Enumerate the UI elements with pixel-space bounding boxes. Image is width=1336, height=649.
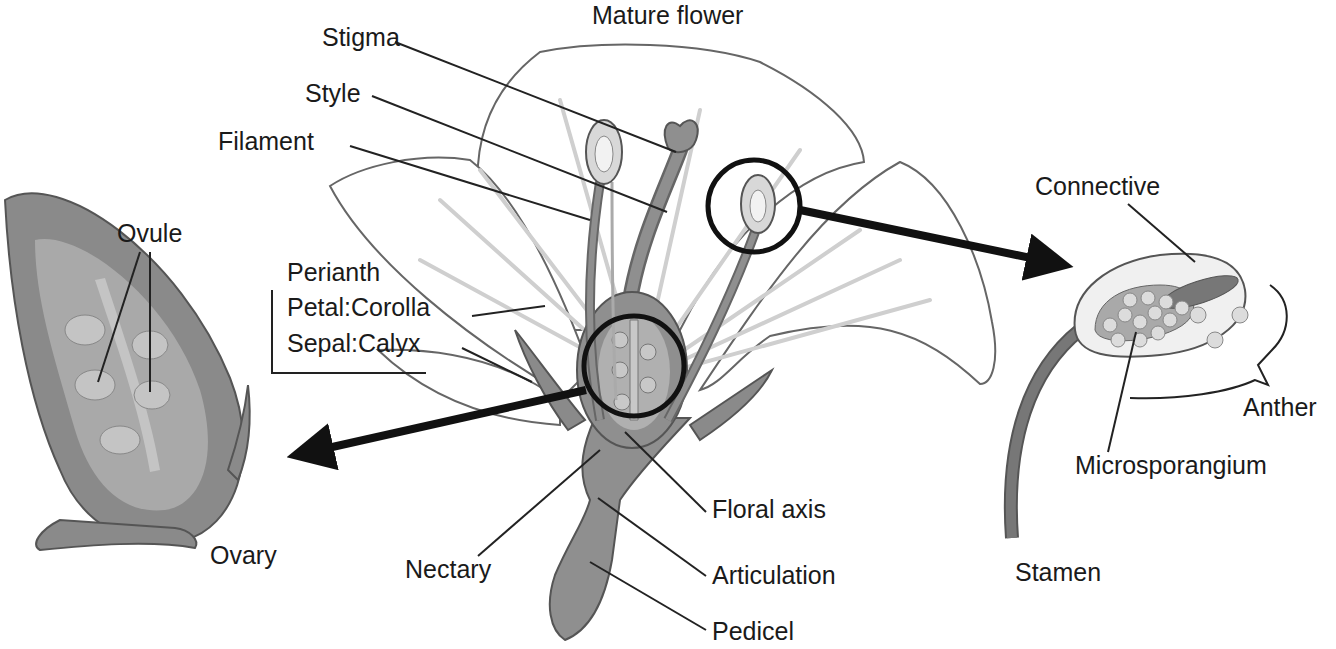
part-label: Stamen	[1015, 557, 1101, 587]
part-label: Floral axis	[712, 494, 826, 524]
part-label: Anther	[1243, 392, 1317, 422]
part-label: Stigma	[322, 22, 400, 52]
style-core	[630, 150, 680, 300]
style	[630, 150, 680, 300]
part-label: Microsporangium	[1075, 450, 1267, 480]
diagram-title: Mature flower	[592, 0, 743, 30]
part-label: Perianth	[287, 257, 380, 287]
stigma	[665, 120, 698, 152]
part-label: Style	[305, 78, 361, 108]
zoom-arrow	[310, 390, 586, 452]
ovules	[612, 320, 656, 420]
part-label: Articulation	[712, 560, 836, 590]
part-label: Ovule	[117, 218, 182, 248]
ovary-cavity	[598, 314, 670, 430]
part-label: Filament	[218, 126, 314, 156]
part-label: Nectary	[405, 554, 491, 584]
part-label: Connective	[1035, 171, 1160, 201]
stamens	[586, 120, 775, 420]
ovary-inset	[5, 193, 250, 550]
leader-lines	[98, 42, 1195, 630]
part-label: Sepal:Calyx	[287, 328, 420, 358]
zoom-arrow	[800, 210, 1050, 262]
part-label: Petal:Corolla	[287, 292, 430, 322]
part-label: Pedicel	[712, 616, 794, 646]
floral-axis	[550, 418, 690, 640]
part-label: Ovary	[210, 540, 277, 570]
magnifier-circles	[584, 160, 800, 416]
